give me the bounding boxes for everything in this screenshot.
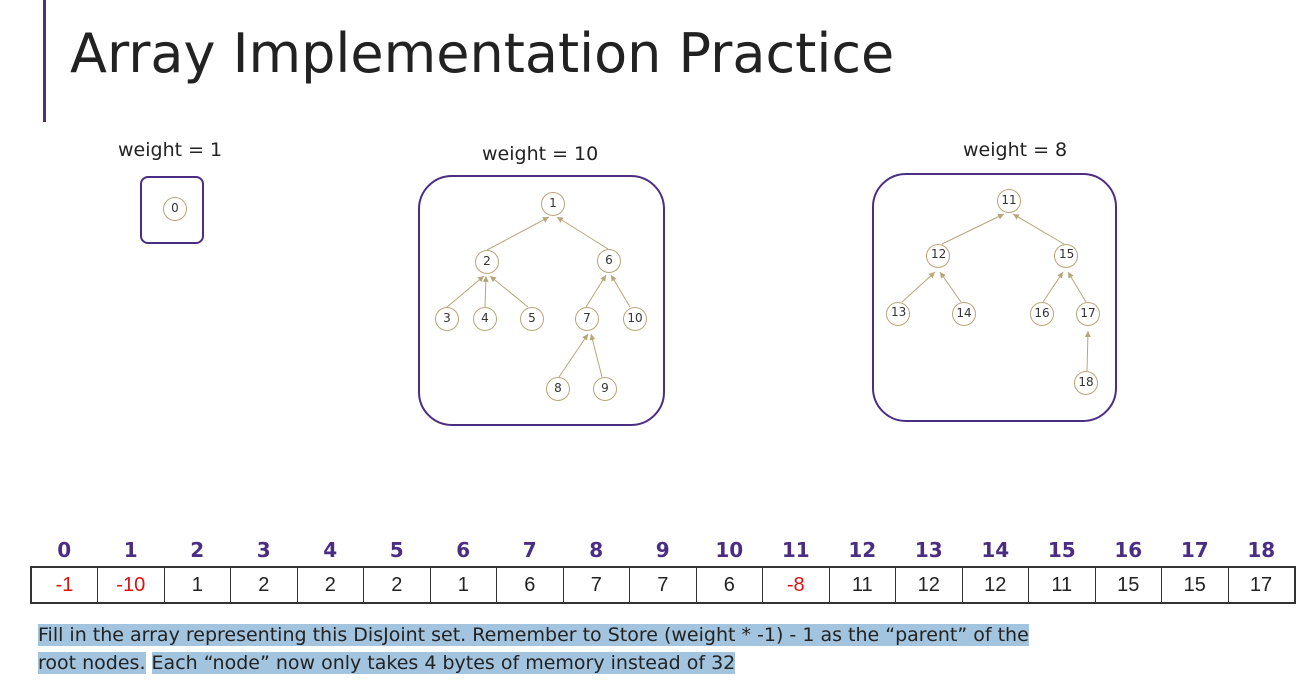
array-cell-3: 2 — [230, 566, 298, 604]
array-index-8: 8 — [589, 538, 604, 562]
array-cell-6: 1 — [429, 566, 497, 604]
instruction-text-1: Fill in the array representing this DisJ… — [38, 624, 1029, 646]
array-index-9: 9 — [655, 538, 670, 562]
tree-node: 14 — [952, 302, 976, 326]
tree-node: 12 — [926, 244, 950, 268]
array-index-0: 0 — [57, 538, 72, 562]
tree-node: 13 — [886, 302, 910, 326]
tree-node: 7 — [575, 307, 599, 331]
array-cell-4: 2 — [296, 566, 364, 604]
array-cell-7: 6 — [496, 566, 564, 604]
array-index-5: 5 — [389, 538, 404, 562]
array-index-4: 4 — [323, 538, 338, 562]
array-index-10: 10 — [715, 538, 744, 562]
array-index-6: 6 — [456, 538, 471, 562]
array-index-14: 14 — [981, 538, 1010, 562]
tree-box-1 — [418, 175, 665, 426]
array-index-2: 2 — [190, 538, 205, 562]
tree-box-2 — [872, 173, 1117, 422]
array-cell-0: -1 — [30, 566, 98, 604]
array-cell-10: 6 — [695, 566, 763, 604]
array-index-1: 1 — [123, 538, 138, 562]
array-cell-18: 17 — [1227, 566, 1295, 604]
weight-label-tree-2: weight = 8 — [963, 139, 1068, 161]
array-cell-15: 11 — [1028, 566, 1096, 604]
array-cell-5: 2 — [363, 566, 431, 604]
tree-node: 6 — [597, 249, 621, 273]
instruction-line-1: Fill in the array representing this DisJ… — [38, 622, 1029, 648]
array-index-3: 3 — [256, 538, 271, 562]
array-cell-13: 12 — [895, 566, 963, 604]
array-index-11: 11 — [781, 538, 810, 562]
array-index-13: 13 — [914, 538, 943, 562]
array-cell-12: 11 — [828, 566, 896, 604]
tree-node: 9 — [593, 377, 617, 401]
tree-node: 0 — [163, 197, 187, 221]
array-index-12: 12 — [848, 538, 877, 562]
array-cell-11: -8 — [762, 566, 830, 604]
array-cell-8: 7 — [562, 566, 630, 604]
tree-node: 1 — [541, 192, 565, 216]
array-index-16: 16 — [1114, 538, 1143, 562]
array-cell-16: 15 — [1094, 566, 1162, 604]
tree-node: 4 — [473, 307, 497, 331]
tree-node: 16 — [1030, 302, 1054, 326]
tree-node: 10 — [623, 307, 647, 331]
weight-label-tree-1: weight = 10 — [482, 143, 599, 165]
array-cell-14: 12 — [961, 566, 1029, 604]
array-cell-1: -10 — [97, 566, 165, 604]
instruction-text-2a: root nodes. — [38, 652, 146, 674]
instruction-text-2b: Each “node” now only takes 4 bytes of me… — [151, 652, 736, 674]
tree-node: 3 — [435, 307, 459, 331]
array-index-18: 18 — [1247, 538, 1276, 562]
tree-box-0 — [140, 176, 204, 244]
accent-bar — [43, 0, 46, 122]
slide-title: Array Implementation Practice — [70, 22, 895, 85]
tree-node: 18 — [1074, 371, 1098, 395]
tree-node: 8 — [546, 377, 570, 401]
array-index-15: 15 — [1047, 538, 1076, 562]
tree-node: 15 — [1054, 244, 1078, 268]
array-cell-2: 1 — [163, 566, 231, 604]
array-index-17: 17 — [1180, 538, 1209, 562]
array-index-7: 7 — [522, 538, 537, 562]
tree-node: 5 — [520, 307, 544, 331]
weight-label-tree-0: weight = 1 — [118, 139, 223, 161]
tree-node: 17 — [1076, 302, 1100, 326]
array-cell-17: 15 — [1161, 566, 1229, 604]
instruction-line-2: root nodes. Each “node” now only takes 4… — [38, 650, 736, 676]
array-cell-9: 7 — [629, 566, 697, 604]
tree-node: 11 — [997, 189, 1021, 213]
tree-node: 2 — [475, 250, 499, 274]
